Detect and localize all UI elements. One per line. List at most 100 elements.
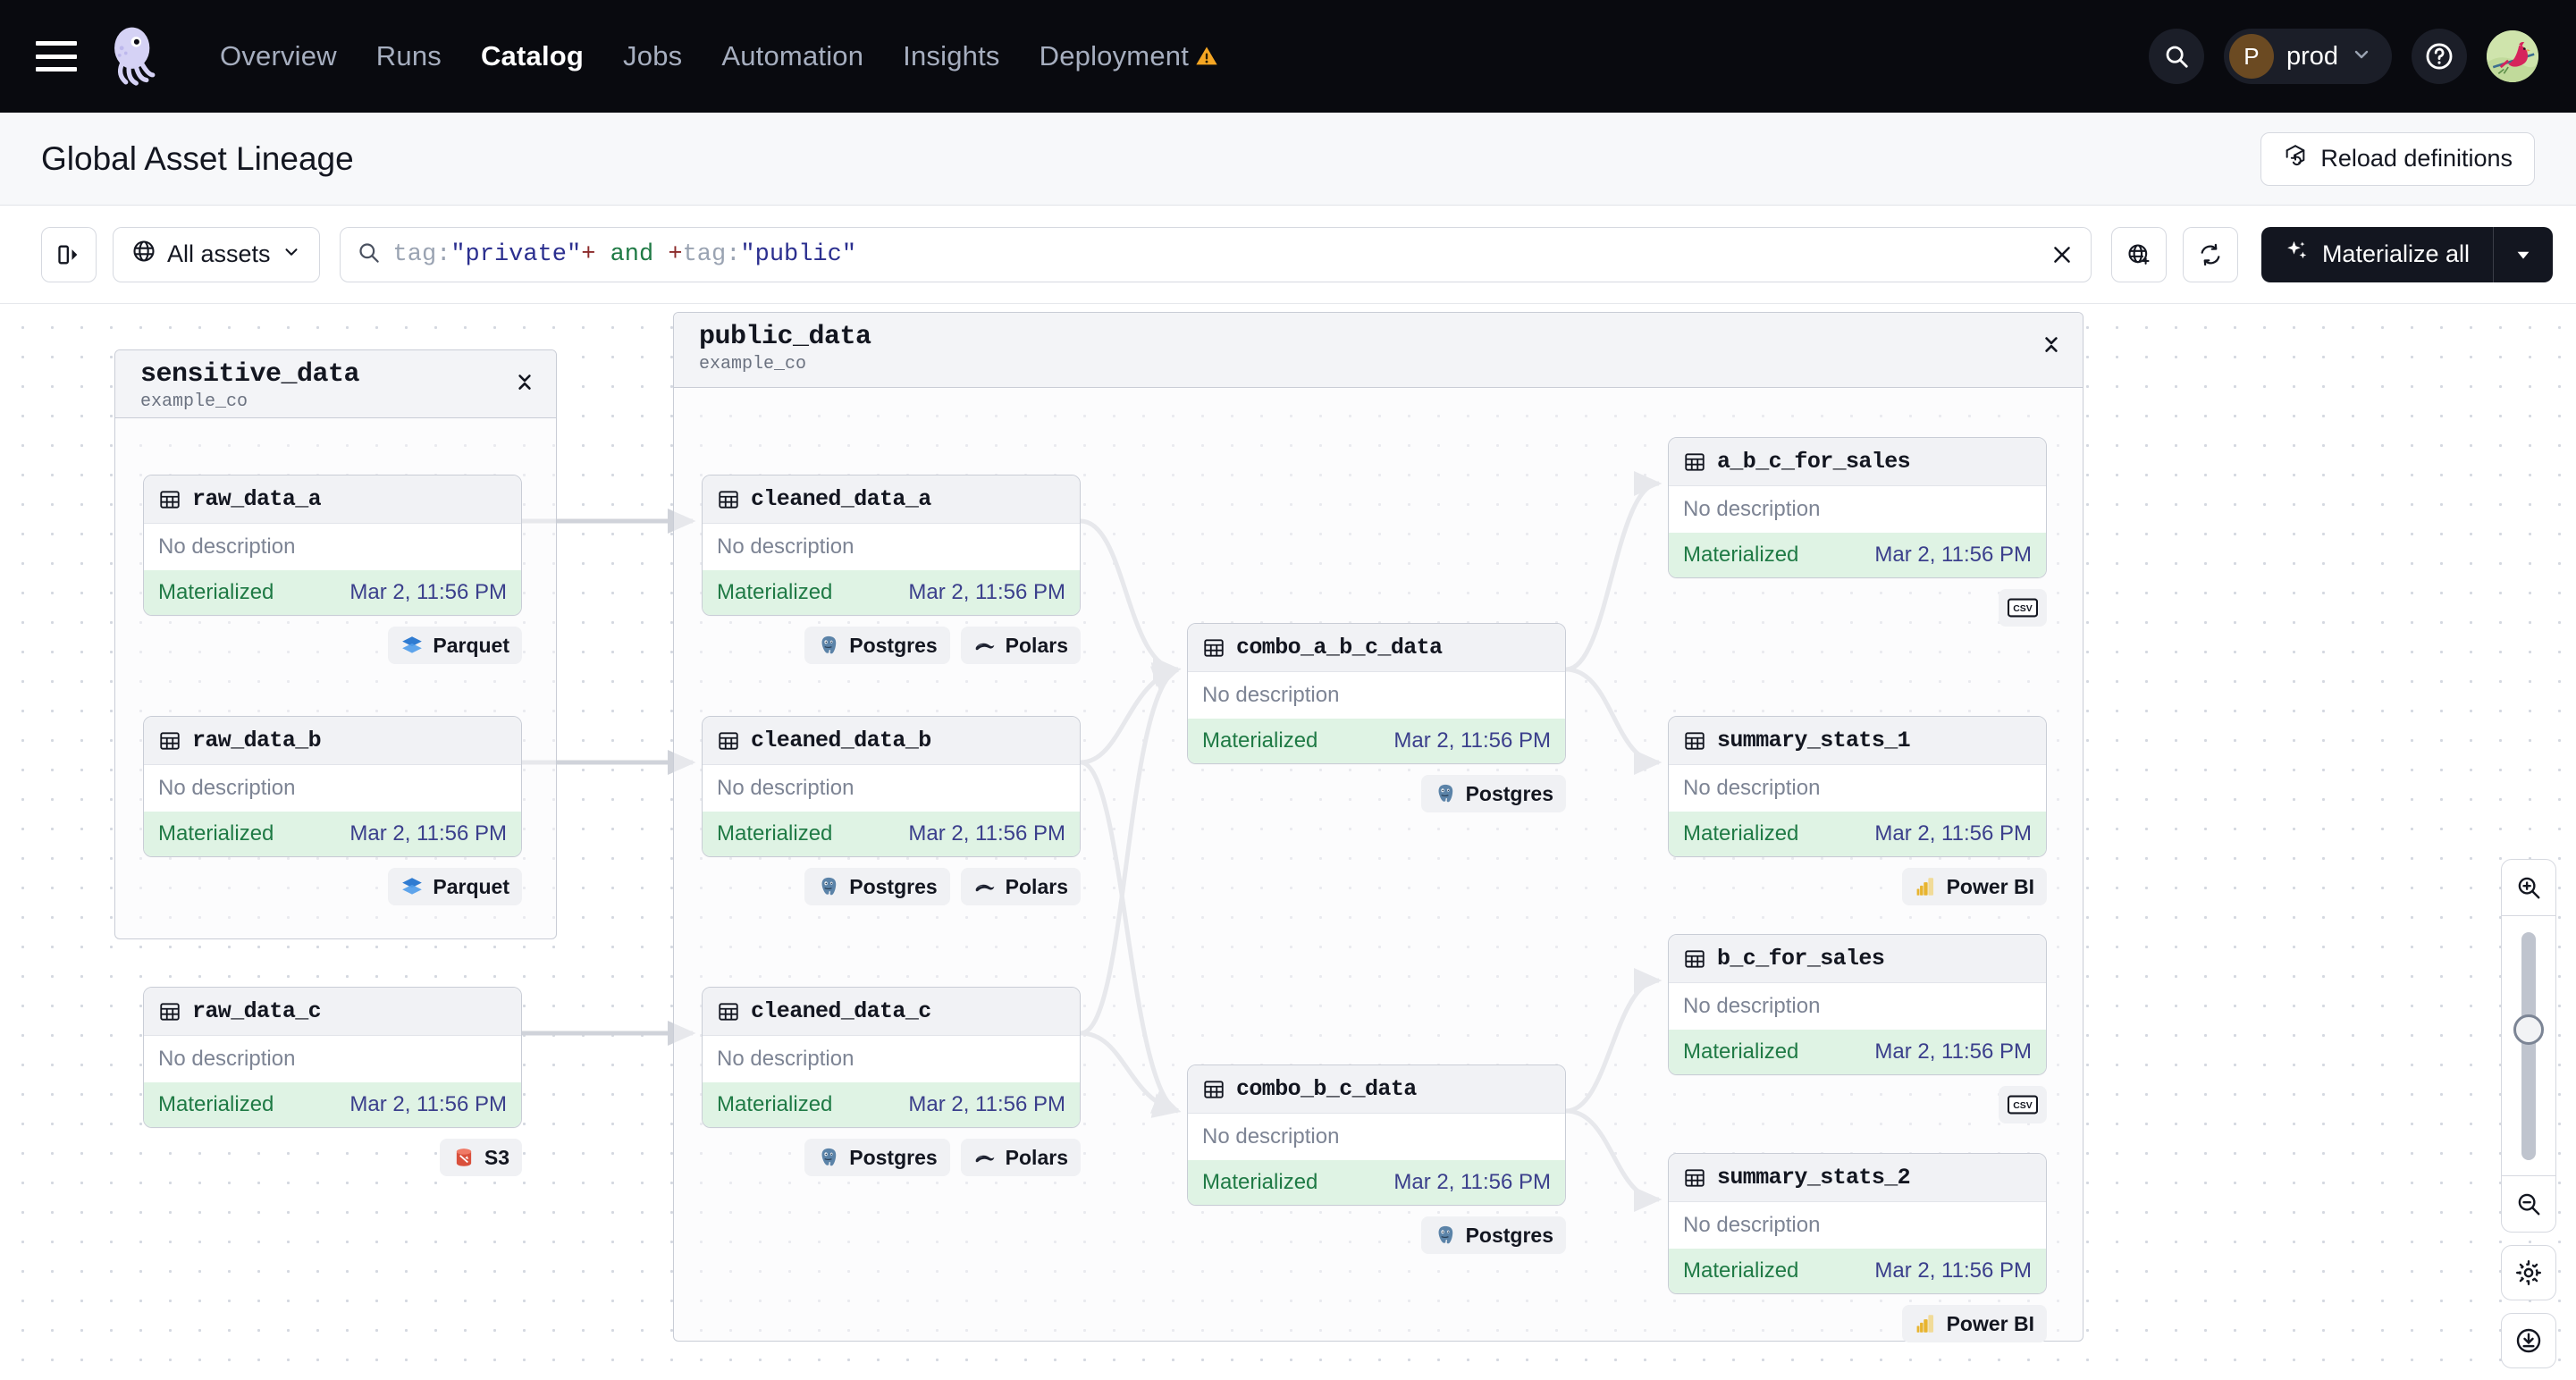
asset-node-header: raw_data_a	[144, 475, 521, 524]
nav-item-deployment[interactable]: Deployment	[1020, 31, 1239, 81]
table-icon	[717, 488, 740, 511]
materialization-timestamp: Mar 2, 11:56 PM	[1874, 543, 2032, 567]
question-circle-icon[interactable]	[2412, 29, 2467, 84]
nav-item-insights[interactable]: Insights	[883, 31, 1019, 81]
asset-tag-power-bi[interactable]: Power BI	[1901, 1305, 2047, 1342]
nav-label: Runs	[375, 40, 442, 72]
query-token	[595, 241, 610, 268]
nav-item-catalog[interactable]: Catalog	[461, 31, 603, 81]
lineage-canvas[interactable]: sensitive_data example_co public_data ex…	[0, 305, 2576, 1380]
zoom-out-icon[interactable]	[2501, 1176, 2556, 1232]
parquet-icon	[400, 875, 424, 898]
search-input[interactable]: tag:"private"+ and +tag:"public"	[339, 226, 2092, 282]
reload-definitions-label: Reload definitions	[2320, 145, 2513, 172]
asset-node-tags: CSV	[1668, 589, 2047, 627]
materialization-timestamp: Mar 2, 11:56 PM	[908, 821, 1065, 846]
status-badge: Materialized	[158, 821, 274, 846]
refresh-icon[interactable]	[2182, 226, 2238, 282]
hamburger-icon[interactable]	[36, 41, 77, 72]
nav-item-automation[interactable]: Automation	[702, 31, 883, 81]
zoom-slider-thumb[interactable]	[2513, 1014, 2544, 1045]
asset-node-tags: Postgres	[1187, 1216, 1566, 1254]
asset-tag-label: Parquet	[433, 633, 509, 657]
reload-definitions-button[interactable]: Reload definitions	[2260, 131, 2535, 186]
asset-node-tags: Postgres Polars	[702, 1139, 1081, 1176]
query-token: and	[610, 240, 654, 268]
postgres-icon	[817, 1146, 840, 1169]
collapse-icon[interactable]	[2040, 332, 2063, 360]
asset-node-description: No description	[1669, 486, 2046, 533]
polars-icon	[973, 634, 997, 657]
asset-tag-csv[interactable]: CSV	[1999, 1086, 2047, 1123]
asset-tag-label: Postgres	[849, 874, 938, 898]
query-token	[653, 241, 668, 268]
asset-tag-parquet[interactable]: Parquet	[388, 868, 522, 905]
asset-tag-postgres[interactable]: Postgres	[804, 1139, 950, 1176]
asset-node-title: summary_stats_2	[1717, 1165, 1911, 1191]
asset-node-tags: S3	[143, 1139, 522, 1176]
asset-tag-power-bi[interactable]: Power BI	[1901, 868, 2047, 905]
asset-tag-postgres[interactable]: Postgres	[804, 868, 950, 905]
status-badge: Materialized	[717, 821, 833, 846]
nav-label: Insights	[903, 40, 1000, 72]
asset-tag-postgres[interactable]: Postgres	[1420, 775, 1566, 812]
materialize-all-button-group[interactable]: Materialize all	[2260, 226, 2553, 282]
panel-expand-icon[interactable]	[41, 226, 97, 282]
asset-node-tags: CSV	[1668, 1086, 2047, 1123]
nav-item-jobs[interactable]: Jobs	[603, 31, 702, 81]
divider	[2501, 915, 2556, 916]
asset-group-code-location: example_co	[699, 354, 807, 374]
dagster-logo[interactable]	[97, 19, 172, 94]
asset-group-header: public_data example_co	[674, 313, 2083, 388]
close-icon[interactable]	[2050, 242, 2075, 267]
asset-tag-polars[interactable]: Polars	[960, 627, 1081, 664]
collapse-icon[interactable]	[513, 370, 536, 398]
table-icon	[1202, 1078, 1225, 1101]
download-circle-icon[interactable]	[2501, 1313, 2556, 1368]
asset-tag-parquet[interactable]: Parquet	[388, 627, 522, 664]
caret-down-icon[interactable]	[2494, 227, 2553, 282]
asset-scope-selector[interactable]: All assets	[113, 226, 320, 282]
asset-node-description: No description	[703, 1036, 1080, 1082]
asset-node-tags: Postgres	[1187, 775, 1566, 812]
globe-plus-icon[interactable]	[2110, 226, 2167, 282]
gear-icon[interactable]	[2501, 1245, 2556, 1300]
zoom-slider[interactable]	[2501, 916, 2556, 1175]
asset-tag-s3[interactable]: S3	[439, 1139, 522, 1176]
nav-label: Automation	[721, 40, 864, 72]
zoom-slider-track	[2521, 931, 2536, 1160]
asset-node-status: Materialized Mar 2, 11:56 PM	[703, 812, 1080, 856]
deployment-switcher[interactable]: P prod	[2223, 29, 2392, 84]
avatar[interactable]	[2487, 30, 2538, 82]
status-badge: Materialized	[1202, 728, 1318, 753]
zoom-in-icon[interactable]	[2501, 860, 2556, 915]
search-icon[interactable]	[2148, 29, 2204, 84]
asset-node-tags: Power BI	[1668, 868, 2047, 905]
postgres-icon	[817, 875, 840, 898]
divider	[2493, 226, 2494, 282]
materialize-all-button[interactable]: Materialize all	[2261, 227, 2493, 282]
asset-tag-polars[interactable]: Polars	[960, 868, 1081, 905]
nav-item-overview[interactable]: Overview	[200, 31, 357, 81]
nav-item-runs[interactable]: Runs	[357, 31, 461, 81]
asset-tag-csv[interactable]: CSV	[1999, 589, 2047, 627]
table-icon	[1683, 729, 1706, 753]
asset-tag-postgres[interactable]: Postgres	[1420, 1216, 1566, 1254]
asset-tag-postgres[interactable]: Postgres	[804, 627, 950, 664]
asset-tag-polars[interactable]: Polars	[960, 1139, 1081, 1176]
chevron-down-icon	[282, 240, 301, 268]
asset-tag-label: S3	[484, 1145, 509, 1169]
